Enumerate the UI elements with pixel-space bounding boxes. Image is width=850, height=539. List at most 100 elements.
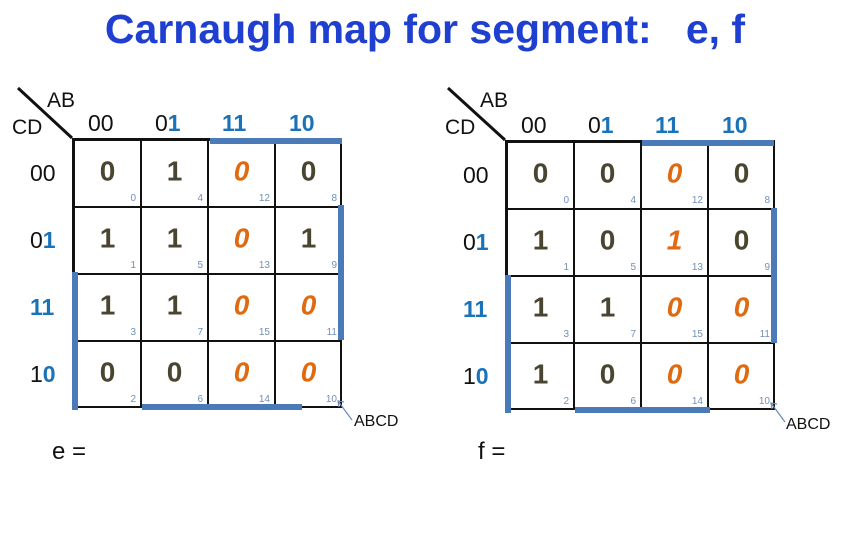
cell-minterm-index: 12: [258, 193, 270, 204]
cell-value: 0: [733, 290, 750, 322]
cell-minterm-index: 10: [325, 394, 337, 405]
page-title: Carnaugh map for segment: e, f: [104, 6, 746, 52]
column-header: 10: [722, 114, 748, 137]
cell-minterm-index: 12: [691, 195, 703, 206]
cell-minterm-index: 9: [764, 262, 770, 273]
group-bar: [72, 272, 78, 410]
cell-minterm-index: 2: [563, 396, 569, 407]
cell-minterm-index: 13: [258, 260, 270, 271]
row-header-bit-b: 0: [475, 162, 489, 188]
cell-value: 1: [99, 221, 116, 253]
cell-value: 0: [532, 156, 549, 188]
column-header-bit-a: 1: [722, 112, 735, 138]
row-header: 01: [463, 231, 489, 254]
column-header-bit-a: 0: [588, 112, 601, 138]
cell-minterm-index: 7: [630, 329, 636, 340]
column-header: 11: [655, 114, 679, 137]
cell-value: 0: [233, 154, 250, 186]
group-bar: [505, 275, 511, 413]
cell-minterm-index: 6: [630, 396, 636, 407]
row-header: 00: [30, 162, 56, 185]
abcd-label: ABCD: [786, 416, 831, 433]
cell-minterm-index: 13: [691, 262, 703, 273]
corner-diagonal-stroke: [16, 86, 74, 140]
column-header-bit-a: 1: [222, 110, 234, 136]
cell-value: 1: [166, 154, 183, 186]
kmap-cell: 0 13: [208, 207, 275, 274]
row-header: 01: [30, 229, 56, 252]
column-header-bit-b: 0: [301, 110, 315, 136]
column-header-bit-b: 0: [100, 110, 114, 136]
ab-label: AB: [480, 89, 509, 112]
cell-value: 1: [99, 288, 116, 320]
column-header-bit-b: 1: [167, 110, 181, 136]
row-header: 11: [463, 298, 487, 321]
cell-value: 0: [166, 355, 183, 387]
cell-minterm-index: 6: [197, 394, 203, 405]
column-header-bit-a: 1: [289, 110, 302, 136]
column-header: 10: [289, 112, 315, 135]
group-bar: [642, 140, 774, 146]
column-header-bit-a: 0: [155, 110, 168, 136]
cell-value: 1: [532, 290, 549, 322]
row-header-bit-b: 0: [475, 363, 489, 389]
column-header-bit-b: 1: [600, 112, 614, 138]
cell-minterm-index: 10: [758, 396, 770, 407]
cell-value: 0: [233, 288, 250, 320]
cell-value: 0: [99, 154, 116, 186]
group-bar: [210, 138, 342, 144]
row-header-bit-b: 1: [475, 229, 489, 255]
row-header: 00: [463, 164, 489, 187]
cd-label: CD: [445, 116, 476, 139]
row-header: 10: [463, 365, 489, 388]
column-header-bit-a: 0: [521, 112, 534, 138]
kmap-cell: 1 13: [641, 209, 708, 276]
row-header-bit-a: 1: [30, 294, 42, 320]
cell-value: 1: [300, 221, 317, 253]
cell-value: 1: [532, 223, 549, 255]
row-header-bit-a: 1: [463, 296, 475, 322]
abcd-pointer-head: [337, 400, 345, 408]
row-header-bit-a: 1: [463, 363, 476, 389]
abcd-label: ABCD: [354, 413, 399, 430]
cell-minterm-index: 1: [130, 260, 136, 271]
cell-value: 1: [166, 288, 183, 320]
cell-value: 0: [733, 357, 750, 389]
column-header: 01: [155, 112, 181, 135]
group-bar: [575, 407, 710, 413]
cell-minterm-index: 5: [197, 260, 203, 271]
cell-value: 1: [666, 223, 683, 255]
cell-value: 0: [233, 221, 250, 253]
column-header-bit-b: 0: [734, 112, 748, 138]
cell-minterm-index: 4: [630, 195, 636, 206]
column-header: 01: [588, 114, 614, 137]
row-header-bit-b: 1: [41, 294, 55, 320]
cell-value: 0: [99, 355, 116, 387]
cell-minterm-index: 14: [691, 396, 703, 407]
column-header-bit-a: 1: [655, 112, 667, 138]
cell-value: 1: [599, 290, 616, 322]
cell-value: 0: [599, 223, 616, 255]
corner-diagonal-line: [446, 86, 507, 142]
abcd-pointer-line: [337, 400, 353, 421]
abcd-pointer-line: [770, 402, 786, 423]
cell-minterm-index: 15: [258, 327, 270, 338]
corner-diagonal-line: [16, 86, 74, 140]
row-header-bit-b: 1: [42, 227, 56, 253]
cell-value: 0: [599, 156, 616, 188]
